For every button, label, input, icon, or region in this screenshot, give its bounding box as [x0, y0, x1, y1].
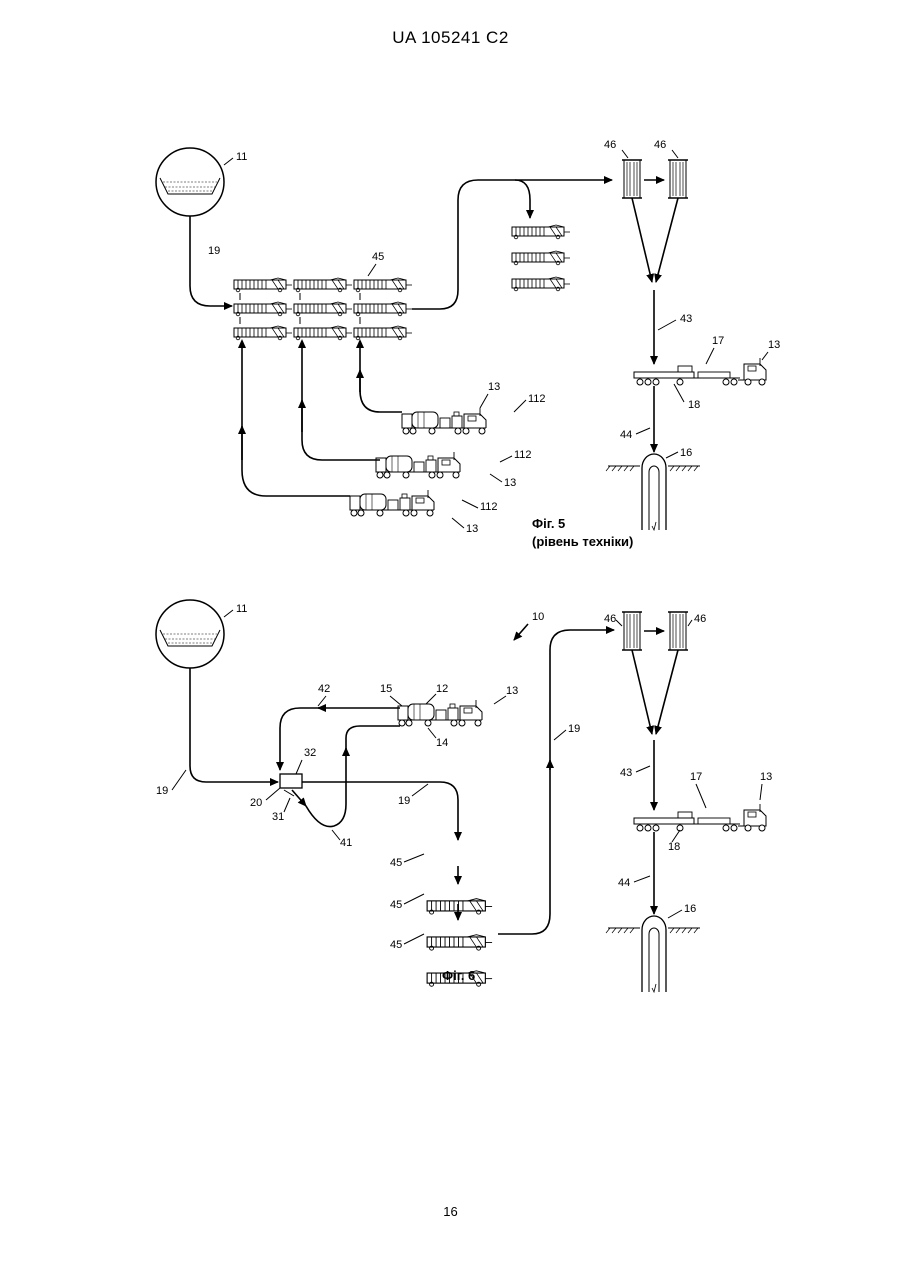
fig6-label-tank-45c: 45 — [390, 939, 402, 951]
fig6-label-heater-12: 12 — [436, 683, 448, 695]
fig6-label-trailer: 18 — [668, 841, 680, 853]
fig5-label-truck1-num: 13 — [488, 381, 500, 393]
fig5-label-tanks: 45 — [372, 251, 384, 263]
fig6-label-tank-45a: 45 — [390, 857, 402, 869]
fig5-label-truck2-id: 112 — [514, 449, 532, 461]
heater-truck-icon — [350, 490, 434, 516]
fig6-label-well: 16 — [684, 903, 696, 915]
fig6-label-heater-15: 15 — [380, 683, 392, 695]
tank-icon — [294, 278, 352, 292]
fig5-label-truck-main: 13 — [768, 339, 780, 351]
fig6-label-line-14: 14 — [436, 737, 448, 749]
tank-icon — [294, 302, 352, 316]
fig6-label-pipe-19-right: 19 — [568, 723, 580, 735]
fig6-label-truck-13: 13 — [506, 685, 518, 697]
figure-5: 11 19 45 46 46 — [156, 139, 780, 549]
fig6-label-pond: 11 — [236, 603, 247, 615]
fig6-label-truck-main: 13 — [760, 771, 772, 783]
fig6-label-tank-45b: 45 — [390, 899, 402, 911]
tank-icon — [234, 326, 292, 340]
tank-icon — [427, 899, 492, 914]
fig6-label-line-42: 42 — [318, 683, 330, 695]
fig5-label-line-44: 44 — [620, 429, 632, 441]
fig5-label-truck1-id: 112 — [528, 393, 546, 405]
fig5-label-truck2-num: 13 — [504, 477, 516, 489]
tank-icon — [354, 302, 412, 316]
heater-truck-icon — [402, 408, 486, 434]
page-number: 16 — [0, 1204, 901, 1219]
silo-icon — [622, 612, 642, 650]
tank-icon — [354, 326, 412, 340]
tank-grid — [234, 278, 412, 340]
tank-icon — [512, 251, 570, 265]
heater-truck-icon — [376, 452, 460, 478]
fig5-label-silo-b: 46 — [654, 139, 666, 151]
tank-icon — [294, 326, 352, 340]
fig6-label-system: 10 — [532, 611, 544, 623]
fig6-label-line-44: 44 — [618, 877, 630, 889]
fig5-label-blender: 17 — [712, 335, 724, 347]
heater-truck-icon — [398, 700, 482, 726]
wellhead-icon — [606, 454, 700, 530]
fig6-label-pipe-19-mid: 19 — [398, 795, 410, 807]
fig6-label-valve-31: 31 — [272, 811, 284, 823]
figure-6: 11 10 19 32 20 31 41 42 15 12 13 — [156, 600, 772, 992]
mixer-box — [280, 774, 302, 788]
silo-icon — [622, 160, 642, 198]
silo-icon — [668, 612, 688, 650]
tank-icon — [512, 277, 570, 291]
fig6-label-blender: 17 — [690, 771, 702, 783]
tank-icon — [354, 278, 412, 292]
fig6-label-mixer-20: 20 — [250, 797, 262, 809]
fig5-label-trailer: 18 — [688, 399, 700, 411]
fig5-label-silo-a: 46 — [604, 139, 616, 151]
fig5-label-pipe: 19 — [208, 245, 220, 257]
tank-icon — [427, 935, 492, 950]
fig5-label-line-43: 43 — [680, 313, 692, 325]
pond-icon — [156, 600, 224, 668]
fig5-subcaption: (рівень техніки) — [532, 534, 633, 549]
tank-icon — [234, 278, 292, 292]
fig5-label-well: 16 — [680, 447, 692, 459]
fig6-caption: Фіг. 6 — [442, 968, 475, 983]
fig5-label-pond: 11 — [236, 151, 247, 163]
wellhead-icon — [606, 916, 700, 992]
silo-icon — [668, 160, 688, 198]
fig6-label-silo-b: 46 — [694, 613, 706, 625]
fig6-label-line-41: 41 — [340, 837, 352, 849]
tank-icon — [512, 225, 570, 239]
fig6-label-silo-a: 46 — [604, 613, 616, 625]
fig6-label-line-43: 43 — [620, 767, 632, 779]
fig5-label-truck3-id: 112 — [480, 501, 498, 513]
fig5-caption: Фіг. 5 — [532, 516, 565, 531]
pond-icon — [156, 148, 224, 216]
fig6-label-pipe-19-left: 19 — [156, 785, 168, 797]
tank-icon — [234, 302, 292, 316]
fig5-label-truck3-num: 13 — [466, 523, 478, 535]
fig6-label-mixer-32: 32 — [304, 747, 316, 759]
